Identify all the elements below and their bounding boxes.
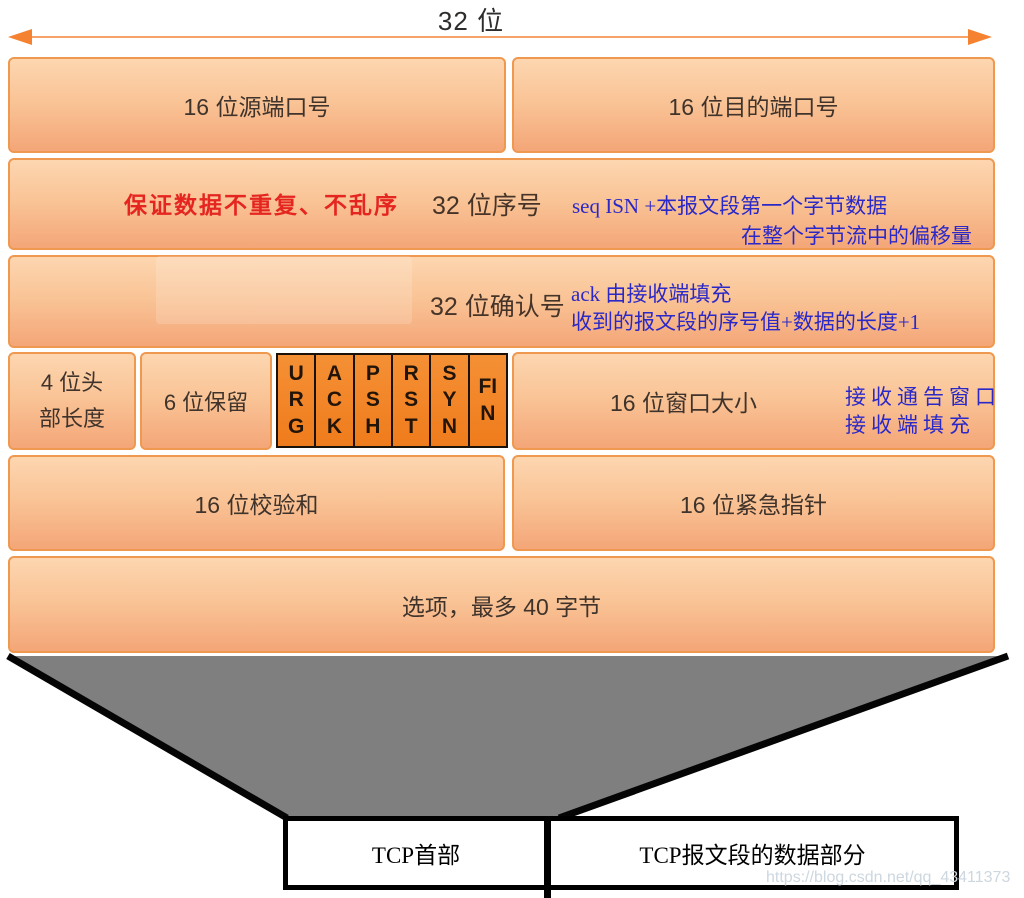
field-window-size: 16 位窗口大小	[512, 352, 995, 450]
flag-syn-label: SYN	[441, 362, 458, 438]
segment-divider	[544, 816, 551, 898]
seq-blue-annotation-line2: 在整个字节流中的偏移量	[741, 224, 972, 248]
flag-fin: FIN	[470, 355, 506, 446]
field-checksum-label: 16 位校验和	[194, 492, 319, 518]
flag-urg: URG	[278, 355, 317, 446]
diagram-title: 32 位	[437, 6, 505, 36]
flag-psh-label: PSH	[365, 362, 381, 438]
field-header-length-line1: 4 位头	[40, 370, 104, 395]
width-arrow	[8, 29, 992, 45]
field-source-port: 16 位源端口号	[8, 57, 506, 153]
watermark: https://blog.csdn.net/qq_43411373	[766, 869, 1011, 886]
ack-blue-annotation-line1: ack 由接收端填充	[571, 282, 732, 306]
arrowhead-left-icon	[8, 29, 32, 45]
field-ack-number-label: 32 位确认号	[430, 293, 565, 321]
field-options: 选项，最多 40 字节	[8, 556, 995, 653]
field-urgent-pointer: 16 位紧急指针	[512, 455, 995, 551]
segment-tcp-header: TCP首部	[288, 816, 544, 890]
flag-psh: PSH	[355, 355, 393, 446]
field-checksum: 16 位校验和	[8, 455, 505, 551]
field-reserved-label: 6 位保留	[163, 390, 249, 415]
flag-rst-label: RST	[403, 362, 419, 438]
field-sequence-number	[8, 158, 995, 250]
segment-box	[283, 816, 959, 890]
segment-tcp-header-label: TCP首部	[371, 843, 461, 868]
flag-syn: SYN	[431, 355, 470, 446]
field-sequence-number-label: 32 位序号	[432, 192, 542, 220]
highlight-patch	[156, 256, 412, 324]
field-dest-port-label: 16 位目的端口号	[668, 94, 839, 120]
flag-fin-label: FIN	[478, 375, 498, 425]
funnel-shape	[6, 652, 1010, 822]
field-header-length: 4 位头 部长度	[8, 352, 136, 450]
arrowhead-right-icon	[968, 29, 992, 45]
flag-ack-label: ACK	[326, 362, 343, 438]
field-source-port-label: 16 位源端口号	[183, 94, 331, 120]
field-reserved: 6 位保留	[140, 352, 272, 450]
flag-bits-group: URG ACK PSH RST SYN FIN	[276, 353, 508, 448]
segment-tcp-data-label: TCP报文段的数据部分	[639, 843, 866, 868]
field-urgent-pointer-label: 16 位紧急指针	[680, 492, 827, 518]
flag-rst: RST	[393, 355, 432, 446]
field-options-label: 选项，最多 40 字节	[401, 593, 602, 620]
seq-blue-annotation-line1: seq ISN +本报文段第一个字节数据	[572, 194, 888, 218]
flag-urg-label: URG	[287, 362, 305, 438]
field-ack-number	[8, 255, 995, 348]
ack-blue-annotation-line2: 收到的报文段的序号值+数据的长度+1	[571, 310, 921, 334]
seq-red-annotation: 保证数据不重复、不乱序	[124, 193, 399, 218]
field-window-size-label: 16 位窗口大小	[610, 390, 757, 416]
field-header-length-line2: 部长度	[38, 406, 105, 431]
window-blue-annotation-line1: 接收通告窗口	[845, 385, 1001, 409]
window-blue-annotation-line2: 接收端填充	[845, 413, 975, 437]
field-dest-port: 16 位目的端口号	[512, 57, 995, 153]
segment-tcp-data: TCP报文段的数据部分	[551, 816, 954, 890]
flag-ack: ACK	[316, 355, 355, 446]
